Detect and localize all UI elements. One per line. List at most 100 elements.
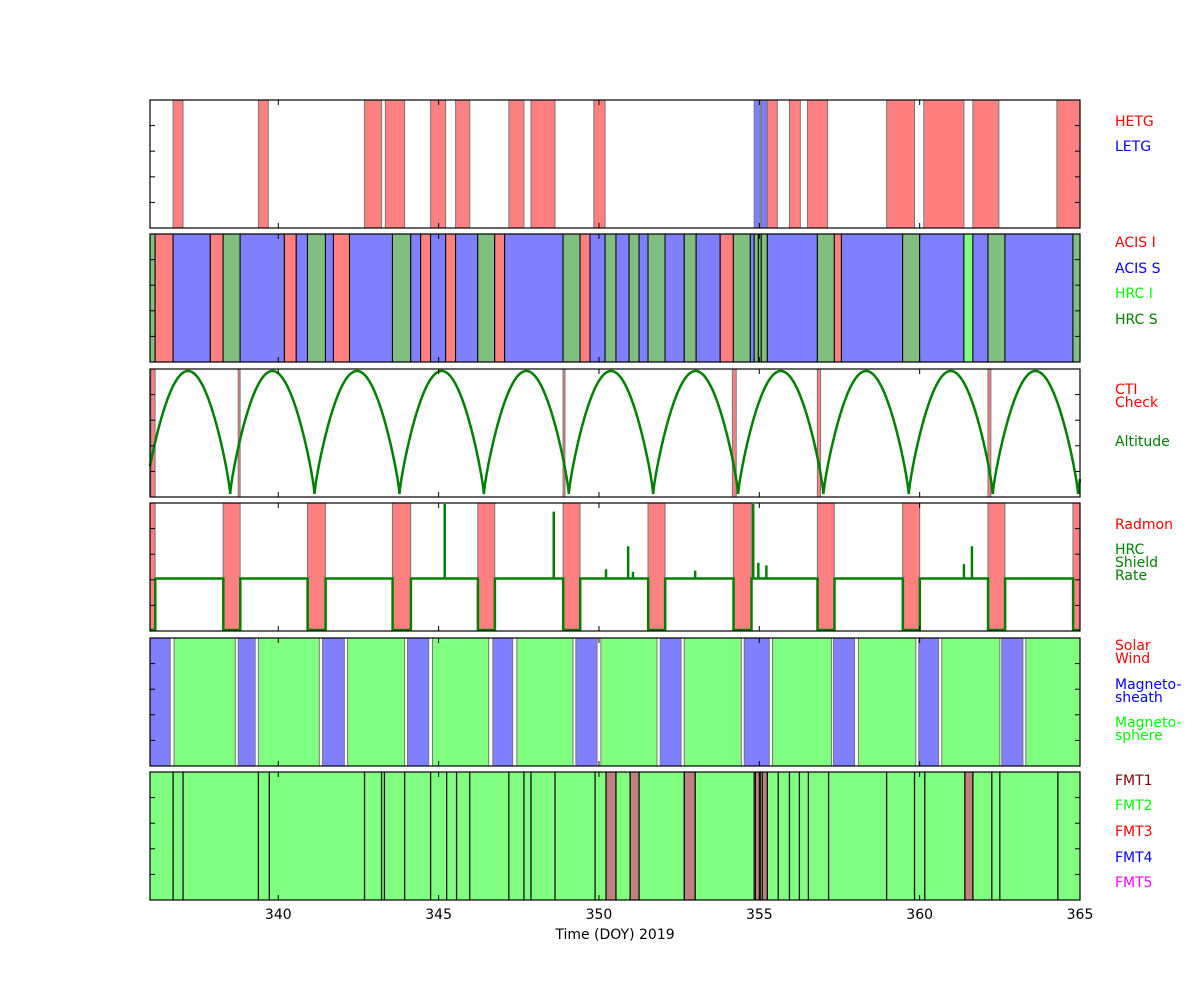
- panel-frame: [149, 502, 1081, 632]
- interval-acis-i: [445, 233, 457, 363]
- interval-hrc-s: [222, 233, 241, 363]
- panel-background: [150, 369, 1080, 497]
- interval-hetg: [455, 99, 471, 229]
- interval-magnetosheath: [492, 637, 514, 767]
- x-tick-label: 350: [586, 907, 613, 923]
- interval-hetg: [766, 99, 778, 229]
- interval-hrc-s: [306, 233, 326, 363]
- interval-hetg: [430, 99, 447, 229]
- interval-magnetosphere: [347, 637, 406, 767]
- interval-acis-s: [972, 233, 989, 363]
- interval-hetg: [172, 99, 184, 229]
- interval-hrc-s: [604, 233, 617, 363]
- interval-magnetosphere: [257, 637, 320, 767]
- interval-magnetosheath: [237, 637, 256, 767]
- interval-hrc-s: [816, 233, 835, 363]
- interval-hrc-s: [683, 233, 697, 363]
- interval-hetg: [972, 99, 1000, 229]
- interval-hrc-s: [391, 233, 412, 363]
- x-tick-label: 360: [906, 907, 933, 923]
- interval-hrc-s: [562, 233, 581, 363]
- legend-cti-check-line2: Check: [1115, 395, 1159, 411]
- legend-hrc-s: HRC S: [1115, 312, 1158, 328]
- interval-fmt1: [605, 771, 617, 901]
- legend-magnetosheath-line2: sheath: [1115, 690, 1163, 706]
- interval-acis-i: [833, 233, 842, 363]
- interval-acis-i: [420, 233, 432, 363]
- interval-magnetosphere: [1025, 637, 1081, 767]
- legend-cti-check-line1: CTI: [1115, 382, 1137, 398]
- interval-acis-s: [1004, 233, 1074, 363]
- interval-hetg: [886, 99, 916, 229]
- interval-radmon: [816, 502, 835, 632]
- interval-hrc-s: [732, 233, 751, 363]
- interval-magnetosphere: [857, 637, 917, 767]
- interval-cti-check: [237, 368, 241, 498]
- panel-frame: [149, 637, 1081, 767]
- legend-region: Solar Wind Magneto- sheath Magneto- sphe…: [1115, 638, 1181, 744]
- interval-cti-check: [150, 368, 156, 498]
- altitude-line: [148, 369, 1082, 495]
- interval-acis-i: [719, 233, 734, 363]
- legend-acis-i: ACIS I: [1115, 235, 1156, 251]
- interval-acis-i: [579, 233, 591, 363]
- interval-hrc-s: [149, 233, 156, 363]
- interval-hrc-s: [477, 233, 496, 363]
- interval-magnetosheath: [918, 637, 940, 767]
- legend-format: FMT1 FMT2 FMT3 FMT4 FMT5: [1115, 773, 1153, 891]
- panel-radiation: [149, 502, 1081, 632]
- panel-frame: [149, 771, 1081, 901]
- panel-frame: [149, 99, 1081, 229]
- interval-hrc-s: [628, 233, 640, 363]
- interval-acis-s: [695, 233, 721, 363]
- interval-acis-i: [154, 233, 174, 363]
- interval-acis-s: [664, 233, 685, 363]
- interval-acis-s: [589, 233, 606, 363]
- panel-format: [149, 771, 1081, 901]
- legend-solar-wind-line1: Solar: [1115, 638, 1151, 654]
- legend-solar-wind-line2: Wind: [1115, 651, 1150, 667]
- legend-magnetosphere-line2: sphere: [1115, 728, 1163, 744]
- x-axis-label: Time (DOY) 2019: [554, 927, 674, 943]
- interval-magnetosphere: [173, 637, 236, 767]
- interval-radmon: [732, 502, 752, 632]
- legend-grating: HETG LETG: [1115, 114, 1154, 155]
- interval-hrc-s: [902, 233, 921, 363]
- interval-acis-s: [324, 233, 334, 363]
- legend-altitude-label: Altitude: [1115, 434, 1170, 450]
- interval-magnetosheath: [149, 637, 171, 767]
- interval-magnetosphere: [941, 637, 1001, 767]
- legend-magnetosheath-line1: Magneto-: [1115, 677, 1181, 693]
- legend-radiation: Radmon HRC Shield Rate: [1115, 517, 1173, 584]
- interval-letg: [753, 99, 761, 229]
- interval-acis-i: [332, 233, 350, 363]
- interval-acis-s: [840, 233, 904, 363]
- interval-cti-check: [562, 368, 566, 498]
- interval-acis-s: [348, 233, 393, 363]
- x-tick-label: 365: [1067, 907, 1094, 923]
- interval-fmt1: [629, 771, 640, 901]
- interval-fmt1: [761, 771, 768, 901]
- interval-magnetosheath: [832, 637, 856, 767]
- interval-acis-s: [615, 233, 630, 363]
- interval-radmon: [222, 502, 241, 632]
- interval-radmon: [987, 502, 1006, 632]
- interval-letg: [760, 99, 768, 229]
- interval-hetg: [508, 99, 525, 229]
- interval-hetg: [364, 99, 383, 229]
- interval-fmt1: [683, 771, 696, 901]
- interval-magnetosphere: [683, 637, 742, 767]
- interval-acis-s: [504, 233, 564, 363]
- legend-shield-line2: Shield: [1115, 555, 1158, 571]
- panel-frame: [149, 233, 1081, 363]
- legend-instrument: ACIS I ACIS S HRC I HRC S: [1115, 235, 1161, 328]
- interval-hrc-s: [647, 233, 666, 363]
- legend-altitude: CTI Check Altitude: [1115, 382, 1170, 450]
- interval-radmon: [306, 502, 326, 632]
- legend-shield-line3: Rate: [1115, 568, 1147, 584]
- interval-hetg: [1056, 99, 1081, 229]
- interval-magnetosheath: [575, 637, 598, 767]
- legend-acis-s: ACIS S: [1115, 261, 1161, 277]
